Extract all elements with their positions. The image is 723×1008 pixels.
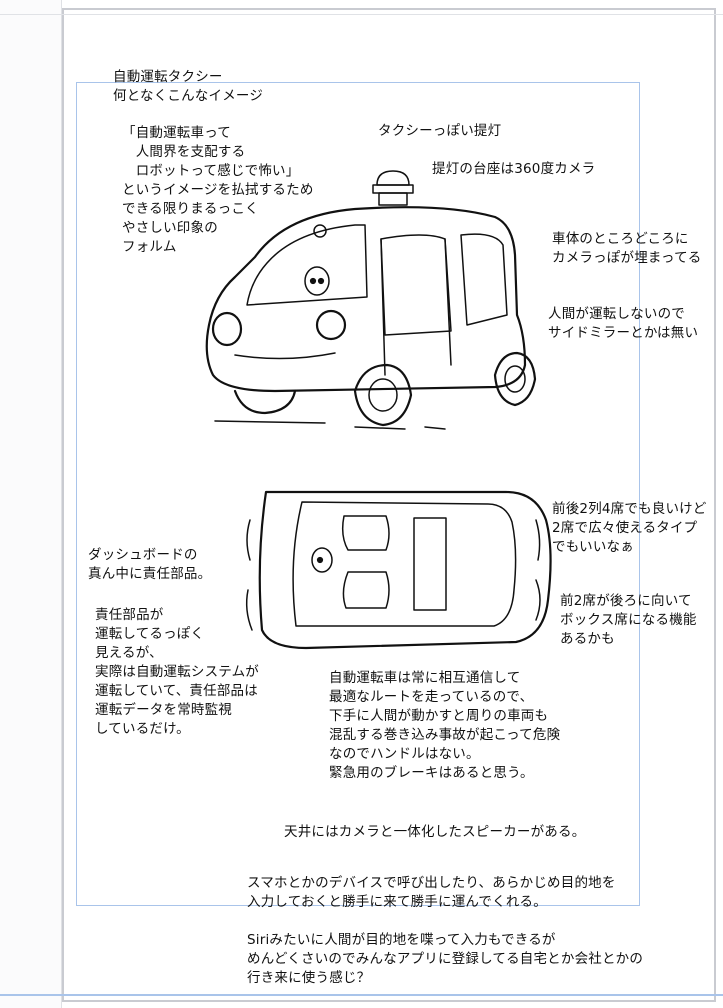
title-note: 自動運転タクシー 何となくこんなイメージ <box>113 69 264 104</box>
seats-rotate-note: 前2席が後ろに向いて ボックス席になる機能 あるかも <box>560 593 697 647</box>
summon-note: スマホとかのデバイスで呼び出したり、あらかじめ目的地を 入力しておくと勝手に来て… <box>247 875 616 910</box>
concept-note: 「自動運転車って 人間界を支配する ロボットって感じで怖い」 というイメージを払… <box>122 125 314 255</box>
car-side-view-sketch <box>205 170 537 430</box>
no-mirrors-note: 人間が運転しないので サイドミラーとかは無い <box>548 306 699 341</box>
paper-border-left-bar <box>0 0 62 1008</box>
seats-layout-note: 前後2列4席でも良いけど 2席で広々使えるタイプ でもいいなぁ <box>552 501 707 555</box>
communication-note: 自動運転車は常に相互通信して 最適なルートを走っているので、 下手に人間が動かす… <box>329 670 561 781</box>
bleed-line-top <box>0 14 723 15</box>
dashboard-note: ダッシュボードの 真ん中に責任部品。 <box>88 547 212 582</box>
car-top-view-sketch <box>245 490 552 650</box>
bleed-line-bottom <box>0 994 723 996</box>
siri-note: Siriみたいに人間が目的地を喋って入力もできるが めんどくさいのでみんなアプリ… <box>247 932 644 986</box>
lantern-base-note: 提灯の台座は360度カメラ <box>432 161 596 177</box>
responsibility-note: 責任部品が 運転してるっぽく 見えるが、 実際は自動運転システムが 運転していて… <box>95 607 259 737</box>
body-cameras-note: 車体のところどころに カメラっぽが埋まってる <box>552 231 702 266</box>
ceiling-note: 天井にはカメラと一体化したスピーカーがある。 <box>284 824 586 840</box>
lantern-note: タクシーっぽい提灯 <box>378 123 502 139</box>
